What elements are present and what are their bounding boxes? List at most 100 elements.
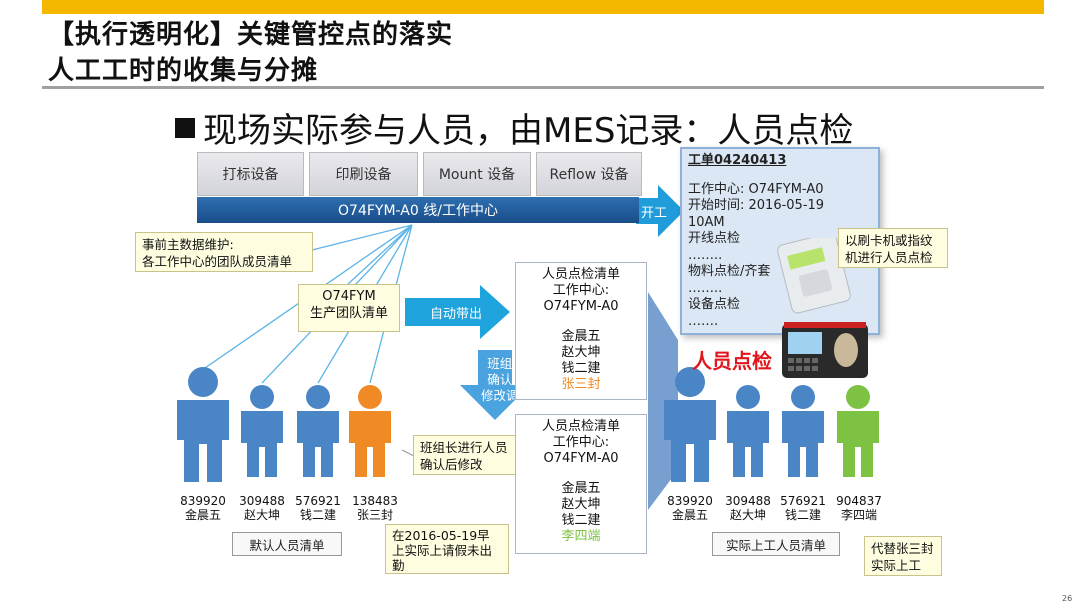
person-jin-right	[664, 367, 716, 482]
work-order-line: 设备点检	[688, 297, 741, 312]
work-order-line: ……..	[688, 280, 723, 296]
work-order-line: 开线点检	[688, 231, 741, 246]
leave-callout: 在2016-05-19早 上实际上请假未出 勤	[385, 524, 509, 574]
headline: 现场实际参与人员，由MES记录：人员点检	[175, 103, 853, 152]
fingerprint-device-icon	[782, 322, 868, 378]
start-label: 开工	[641, 206, 668, 221]
work-order-line: 开始时间: 2016-05-19	[688, 198, 825, 213]
master-data-callout: 事前主数据维护: 各工作中心的团队成员清单	[135, 232, 313, 272]
roster-name-absent: 张三封	[561, 377, 601, 392]
top-accent-bar	[42, 0, 1044, 14]
auto-arrow	[405, 285, 510, 339]
work-order-line: 物料点检/齐套	[688, 264, 771, 279]
roster-head: 人员点检清单	[541, 267, 620, 282]
callout-line: 各工作中心的团队成员清单	[142, 254, 293, 269]
roster-head: O74FYM-A0	[543, 451, 619, 466]
roster-head: O74FYM-A0	[543, 299, 619, 314]
employee-id: 839920	[667, 494, 713, 508]
roster-name: 金晨五	[561, 481, 601, 496]
roster-name: 钱二建	[561, 513, 601, 528]
work-order-line: 工作中心: O74FYM-A0	[688, 181, 824, 197]
roster-name-substitute: 李四端	[561, 529, 601, 544]
callout-line: 实际上工	[871, 558, 922, 573]
employee-name: 钱二建	[784, 508, 821, 522]
roster-bottom: 人员点检清单 工作中心: O74FYM-A0 金晨五 赵大坤 钱二建 李四端	[515, 414, 647, 554]
employee-id: 309488	[239, 494, 285, 508]
work-order-line: 10AM	[688, 214, 725, 230]
roster-name: 赵大坤	[561, 497, 601, 512]
slide-title-line2: 人工工时的收集与分摊	[48, 56, 319, 86]
work-order-line: ……..	[688, 247, 723, 263]
bullet-square-icon	[175, 118, 195, 138]
work-order-title: 工单04240413	[688, 153, 787, 168]
start-arrow	[636, 185, 684, 237]
employee-name: 金晨五	[184, 508, 221, 522]
person-jin-left	[177, 367, 229, 482]
card-reader-device-icon	[777, 238, 851, 314]
person-zhao-right	[727, 385, 769, 477]
work-order-card: 工单04240413 工作中心: O74FYM-A0 开始时间: 2016-05…	[680, 147, 880, 335]
callout-line: 代替张三封	[871, 541, 934, 556]
equipment-mount: Mount 设备	[423, 152, 531, 196]
check-label: 人员点检	[692, 349, 772, 373]
callout-line: 机进行人员点检	[845, 250, 933, 265]
roster-name: 金晨五	[561, 329, 601, 344]
employee-id: 904837	[836, 494, 882, 508]
employee-name: 赵大坤	[243, 508, 280, 522]
page-number: 26	[1062, 594, 1073, 603]
slide-title-line1: 【执行透明化】关键管控点的落实	[48, 20, 454, 50]
equipment-marking: 打标设备	[197, 152, 304, 196]
roster-top: 人员点检清单 工作中心: O74FYM-A0 金晨五 赵大坤 钱二建 张三封	[515, 262, 647, 400]
roster-name: 钱二建	[561, 361, 601, 376]
callout-line: 事前主数据维护:	[142, 237, 234, 252]
employee-id: 839920	[180, 494, 226, 508]
employee-name: 张三封	[356, 508, 393, 522]
employee-name: 赵大坤	[729, 508, 766, 522]
line-workcenter-band: O74FYM-A0 线/工作中心	[197, 197, 639, 223]
actual-list-label: 实际上工人员清单	[712, 532, 840, 556]
default-list-label: 默认人员清单	[232, 532, 342, 556]
card-reader-callout: 以刷卡机或指纹 机进行人员点检	[838, 228, 948, 268]
employee-id: 576921	[295, 494, 341, 508]
team-box-line: 生产团队清单	[309, 306, 388, 321]
person-qian-left	[297, 385, 339, 477]
substitute-callout: 代替张三封 实际上工	[864, 536, 942, 576]
roster-head: 工作中心:	[552, 283, 610, 298]
team-list-box: O74FYM 生产团队清单	[298, 284, 400, 332]
roster-name: 赵大坤	[561, 345, 601, 360]
leader-confirm-callout: 班组长进行人员 确认后修改	[413, 435, 517, 475]
employee-name: 钱二建	[299, 508, 336, 522]
person-li-right	[837, 385, 879, 477]
roster-head: 工作中心:	[552, 435, 610, 450]
employee-name: 金晨五	[671, 508, 708, 522]
employee-id: 309488	[725, 494, 771, 508]
equipment-reflow: Reflow 设备	[536, 152, 642, 196]
roster-head: 人员点检清单	[541, 419, 620, 434]
person-zhao-left	[241, 385, 283, 477]
callout-line: 上实际上请假未出	[392, 543, 493, 558]
callout-line: 在2016-05-19早	[392, 528, 490, 543]
title-divider	[42, 86, 1044, 89]
work-order-line: …….	[688, 313, 719, 329]
employee-name: 李四端	[840, 508, 877, 522]
checkin-wedge	[648, 292, 678, 510]
person-qian-right	[782, 385, 824, 477]
callout-line: 确认后修改	[420, 457, 483, 472]
auto-label: 自动带出	[430, 307, 483, 322]
employee-id: 576921	[780, 494, 826, 508]
team-box-line: O74FYM	[322, 289, 376, 304]
adjust-arrow	[460, 350, 530, 420]
callout-line: 勤	[392, 558, 405, 573]
callout-line: 以刷卡机或指纹	[845, 233, 933, 248]
employee-id: 138483	[352, 494, 398, 508]
person-zhang-left	[349, 385, 391, 477]
